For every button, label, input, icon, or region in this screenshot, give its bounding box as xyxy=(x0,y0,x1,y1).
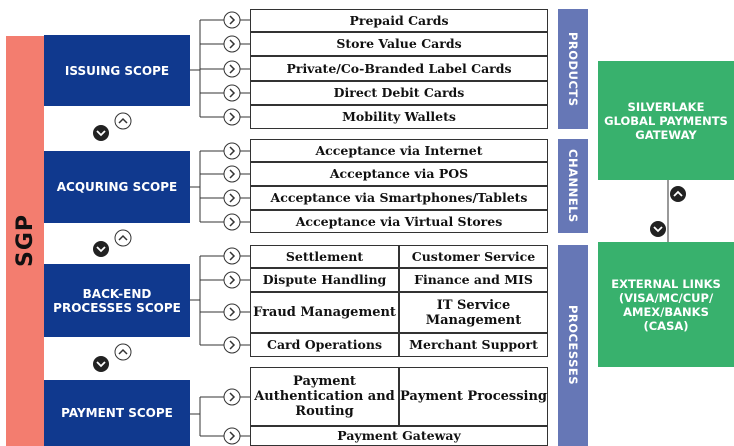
issuing-scope[interactable]: ISSUING SCOPE xyxy=(44,35,190,106)
scope-toggle-3 xyxy=(93,343,132,372)
acquiring-scope-label: ACQURING SCOPE xyxy=(56,180,178,194)
chevron-right-icons xyxy=(229,15,236,441)
acquiring-scope[interactable]: ACQURING SCOPE xyxy=(44,151,190,223)
silverlake-gateway-label: SILVERLAKE GLOBAL PAYMENTS GATEWAY xyxy=(604,99,728,142)
backend-item: IT Service Management xyxy=(399,292,548,333)
scope-toggle-2 xyxy=(93,229,132,257)
backend-item: Fraud Management xyxy=(250,292,399,333)
products-label: PRODUCTS xyxy=(566,31,580,107)
silverlake-gateway-box[interactable]: SILVERLAKE GLOBAL PAYMENTS GATEWAY xyxy=(598,61,734,180)
channels-label: CHANNELS xyxy=(566,149,580,223)
payment-connectors xyxy=(190,396,224,437)
backend-item: Dispute Handling xyxy=(250,268,399,292)
issuing-item: Prepaid Cards xyxy=(250,9,548,32)
scope-toggle-1 xyxy=(93,112,132,141)
processes-label: PROCESSES xyxy=(566,305,580,386)
backend-item: Finance and MIS xyxy=(399,268,548,292)
issuing-item: Direct Debit Cards xyxy=(250,81,548,105)
backend-item: Settlement xyxy=(250,245,399,268)
chevron-circles xyxy=(223,11,241,445)
acquiring-item: Acceptance via Smartphones/Tablets xyxy=(250,186,548,210)
box-connector-ticks xyxy=(240,19,250,437)
acquiring-connectors xyxy=(190,150,224,223)
payment-scope[interactable]: PAYMENT SCOPE xyxy=(44,380,190,446)
backend-connectors xyxy=(190,255,224,346)
processes-bar: PROCESSES xyxy=(558,245,588,446)
acquiring-item: Acceptance via POS xyxy=(250,162,548,186)
issuing-item: Mobility Wallets xyxy=(250,105,548,129)
backend-scope[interactable]: BACK-END PROCESSES SCOPE xyxy=(44,264,190,337)
payment-scope-label: PAYMENT SCOPE xyxy=(61,406,173,420)
channels-bar: CHANNELS xyxy=(558,139,588,233)
payment-item: Payment Authentication and Routing xyxy=(250,367,399,426)
acquiring-item: Acceptance via Virtual Stores xyxy=(250,210,548,233)
issuing-item: Private/Co-Branded Label Cards xyxy=(250,56,548,81)
external-links-label: EXTERNAL LINKS (VISA/MC/CUP/ AMEX/BANKS … xyxy=(611,276,721,333)
external-links-box[interactable]: EXTERNAL LINKS (VISA/MC/CUP/ AMEX/BANKS … xyxy=(598,242,734,367)
issuing-scope-label: ISSUING SCOPE xyxy=(64,63,170,78)
sgp-bar: SGP xyxy=(6,36,44,446)
issuing-connectors xyxy=(190,19,224,118)
payment-item: Payment Processing xyxy=(399,367,548,426)
issuing-item: Store Value Cards xyxy=(250,32,548,56)
backend-item: Card Operations xyxy=(250,333,399,357)
products-bar: PRODUCTS xyxy=(558,9,588,129)
backend-item: Merchant Support xyxy=(399,333,548,357)
acquiring-item: Acceptance via Internet xyxy=(250,139,548,162)
gateway-toggle xyxy=(650,186,686,237)
backend-item: Customer Service xyxy=(399,245,548,268)
payment-item: Payment Gateway xyxy=(250,426,548,446)
backend-scope-label: BACK-END PROCESSES SCOPE xyxy=(53,286,181,315)
